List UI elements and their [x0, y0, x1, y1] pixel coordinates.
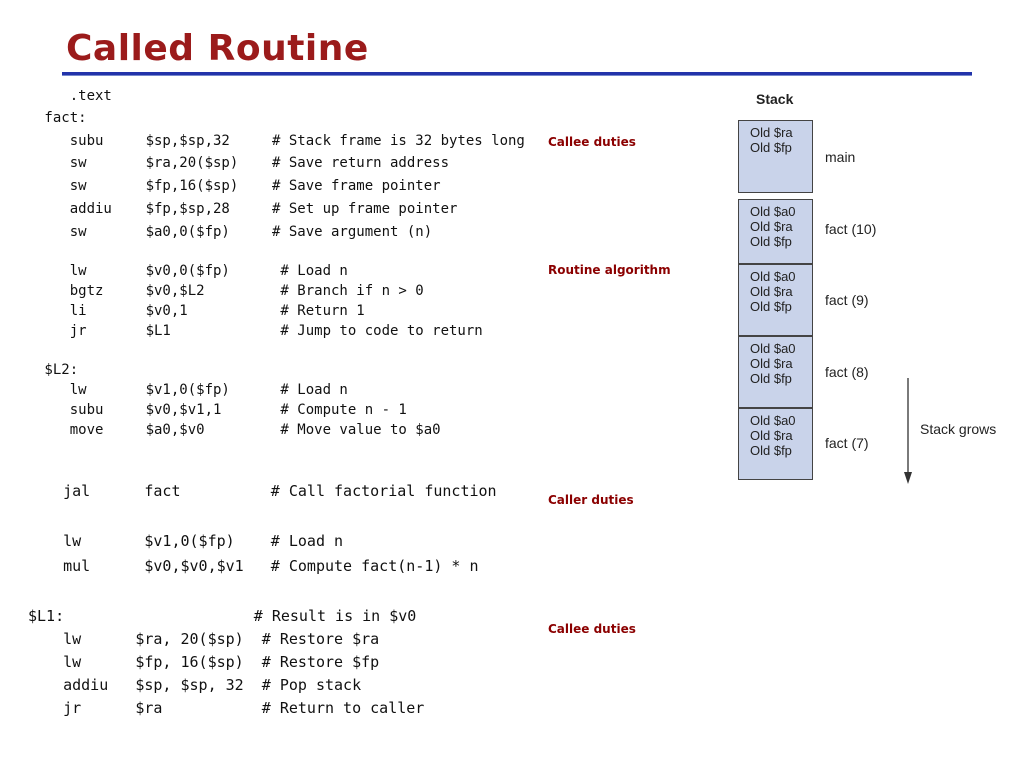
stack-grows-label: Stack grows: [920, 421, 997, 437]
frame-slot: Old $ra: [750, 284, 793, 299]
code-line: move $a0,$v0 # Move value to $a0: [36, 422, 441, 438]
code-line: bgtz $v0,$L2 # Branch if n > 0: [36, 283, 424, 299]
frame-label: fact (10): [825, 221, 877, 237]
frame-slot: Old $ra: [750, 356, 793, 371]
code-line: lw $ra, 20($sp) # Restore $ra: [36, 630, 380, 648]
callee-duties-note: Callee duties: [548, 135, 636, 149]
code-line: sw $fp,16($sp) # Save frame pointer: [36, 178, 441, 194]
code-line: fact:: [36, 110, 87, 126]
frame-slot: Old $fp: [750, 371, 792, 386]
code-line: .text: [36, 88, 112, 104]
code-line: addiu $fp,$sp,28 # Set up frame pointer: [36, 201, 458, 217]
routine-algorithm-note: Routine algorithm: [548, 263, 671, 277]
frame-slot: Old $fp: [750, 234, 792, 249]
frame-slot: Old $a0: [750, 269, 796, 284]
stack-frame-fact10: Old $a0 Old $ra Old $fp: [738, 199, 813, 264]
code-line: sw $ra,20($sp) # Save return address: [36, 155, 450, 171]
code-line: sw $a0,0($fp) # Save argument (n): [36, 224, 433, 240]
stack-frame-fact7: Old $a0 Old $ra Old $fp: [738, 408, 813, 480]
frame-slot: Old $ra: [750, 428, 793, 443]
frame-slot: Old $a0: [750, 341, 796, 356]
code-line: subu $sp,$sp,32 # Stack frame is 32 byte…: [36, 133, 525, 149]
code-line: addiu $sp, $sp, 32 # Pop stack: [36, 676, 362, 694]
code-line: $L1: # Result is in $v0: [28, 607, 417, 625]
caller-duties-note: Caller duties: [548, 493, 634, 507]
page-title: Called Routine: [66, 28, 369, 69]
code-line: li $v0,1 # Return 1: [36, 303, 365, 319]
callee-duties-note-2: Callee duties: [548, 622, 636, 636]
frame-slot: Old $fp: [750, 443, 792, 458]
code-line: $L2:: [36, 362, 79, 378]
frame-label: fact (8): [825, 364, 869, 380]
code-line: lw $v1,0($fp) # Load n: [36, 532, 344, 550]
code-line: jal fact # Call factorial function: [36, 482, 497, 500]
code-line: jr $ra # Return to caller: [36, 699, 425, 717]
frame-label: main: [825, 149, 856, 165]
code-line: lw $v1,0($fp) # Load n: [36, 382, 348, 398]
frame-slot: Old $ra: [750, 125, 793, 140]
stack-frame-fact8: Old $a0 Old $ra Old $fp: [738, 336, 813, 408]
frame-slot: Old $ra: [750, 219, 793, 234]
code-line: mul $v0,$v0,$v1 # Compute fact(n-1) * n: [36, 557, 479, 575]
title-underline: [62, 72, 972, 76]
code-line: jr $L1 # Jump to code to return: [36, 323, 483, 339]
code-line: lw $fp, 16($sp) # Restore $fp: [36, 653, 380, 671]
code-line: lw $v0,0($fp) # Load n: [36, 263, 348, 279]
stack-frame-fact9: Old $a0 Old $ra Old $fp: [738, 264, 813, 336]
code-line: subu $v0,$v1,1 # Compute n - 1: [36, 402, 407, 418]
frame-label: fact (7): [825, 435, 869, 451]
frame-label: fact (9): [825, 292, 869, 308]
frame-slot: Old $a0: [750, 413, 796, 428]
frame-slot: Old $fp: [750, 299, 792, 314]
frame-slot: Old $fp: [750, 140, 792, 155]
stack-frame-main: Old $ra Old $fp: [738, 120, 813, 193]
down-arrow-icon: [904, 378, 912, 484]
stack-heading: Stack: [756, 91, 794, 107]
frame-slot: Old $a0: [750, 204, 796, 219]
